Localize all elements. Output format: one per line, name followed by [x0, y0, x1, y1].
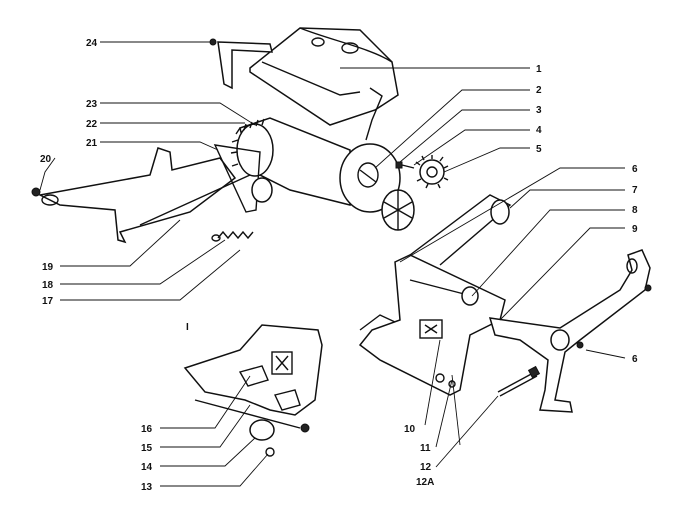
mounting-bracket-part [209, 38, 273, 90]
spring-part [211, 230, 254, 242]
callout-13: 13 [141, 482, 153, 493]
right-lever-arm-part [488, 249, 652, 413]
callout-9: 9 [632, 224, 638, 235]
callout-12A: 12A [416, 477, 434, 488]
screw-part [395, 161, 415, 169]
inset-plate-part [183, 324, 323, 416]
callout-11: 11 [420, 443, 431, 454]
callout-21: 21 [86, 138, 98, 149]
motor-end-bell-part [339, 143, 401, 213]
callout-24: 24 [86, 38, 98, 49]
inset-shaft-part [194, 399, 310, 457]
callout-6-top: 6 [632, 164, 638, 175]
callout-12: 12 [420, 462, 432, 473]
base-bracket-assembly-part [358, 194, 512, 396]
callout-20: 20 [40, 154, 52, 165]
adjusting-bolt-part [497, 365, 541, 397]
callout-5: 5 [536, 144, 542, 155]
callout-I: I [186, 322, 189, 333]
callout-1: 1 [536, 64, 542, 75]
callout-23: 23 [86, 99, 98, 110]
callout-18: 18 [42, 280, 54, 291]
callout-15: 15 [141, 443, 153, 454]
callout-14: 14 [141, 462, 153, 473]
motor-body-part [230, 117, 351, 206]
callout-16: 16 [141, 424, 153, 435]
callout-19: 19 [42, 262, 54, 273]
callout-6-bottom: 6 [632, 354, 638, 365]
callout-17: 17 [42, 296, 54, 307]
callout-2: 2 [536, 85, 542, 96]
callout-22: 22 [86, 119, 98, 130]
callout-10: 10 [404, 424, 416, 435]
callout-8: 8 [632, 205, 638, 216]
callout-4: 4 [536, 125, 542, 136]
linkage-arm-part [31, 144, 273, 244]
callout-3: 3 [536, 105, 542, 116]
motor-cover-part [249, 27, 399, 141]
callout-7: 7 [632, 185, 638, 196]
gear-wheel-part [381, 189, 415, 231]
leader-lines [39, 41, 626, 487]
